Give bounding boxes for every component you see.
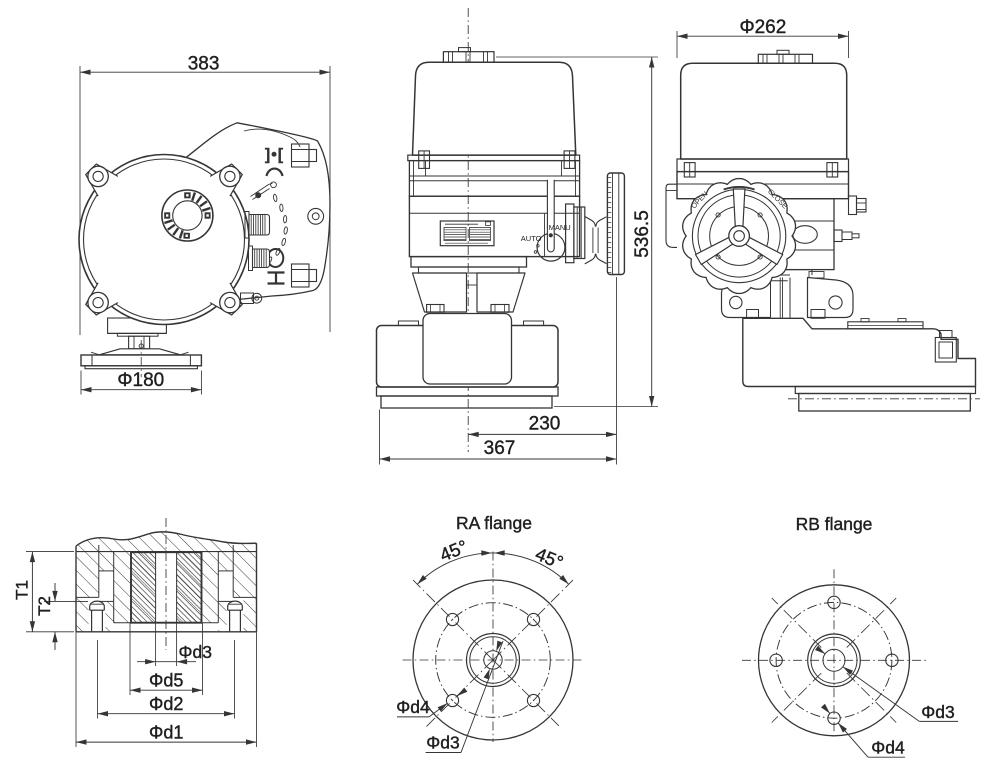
svg-text:Φd3: Φd3 — [426, 733, 459, 753]
svg-text:RB flange: RB flange — [796, 514, 873, 534]
svg-text:536.5: 536.5 — [632, 210, 653, 258]
svg-text:MANU: MANU — [549, 223, 571, 232]
svg-text:Φ180: Φ180 — [117, 370, 164, 391]
svg-text:367: 367 — [484, 438, 516, 459]
svg-text:Φd3: Φd3 — [179, 642, 212, 662]
svg-text:230: 230 — [529, 413, 561, 434]
svg-text:Φd1: Φd1 — [149, 723, 183, 743]
svg-text:Φ262: Φ262 — [739, 17, 786, 38]
svg-text:Φd2: Φd2 — [149, 694, 183, 714]
svg-text:AUTO: AUTO — [521, 234, 542, 243]
svg-text:Φd5: Φd5 — [149, 671, 183, 691]
svg-text:Φd3: Φd3 — [921, 702, 954, 722]
svg-text:383: 383 — [188, 53, 220, 74]
svg-text:]•[: ]•[ — [265, 147, 284, 164]
svg-text:RA flange: RA flange — [456, 513, 532, 533]
svg-text:T1: T1 — [13, 580, 32, 600]
svg-text:Φd4: Φd4 — [396, 697, 430, 717]
svg-text:T2: T2 — [35, 596, 54, 616]
svg-text:Φd4: Φd4 — [871, 738, 905, 758]
